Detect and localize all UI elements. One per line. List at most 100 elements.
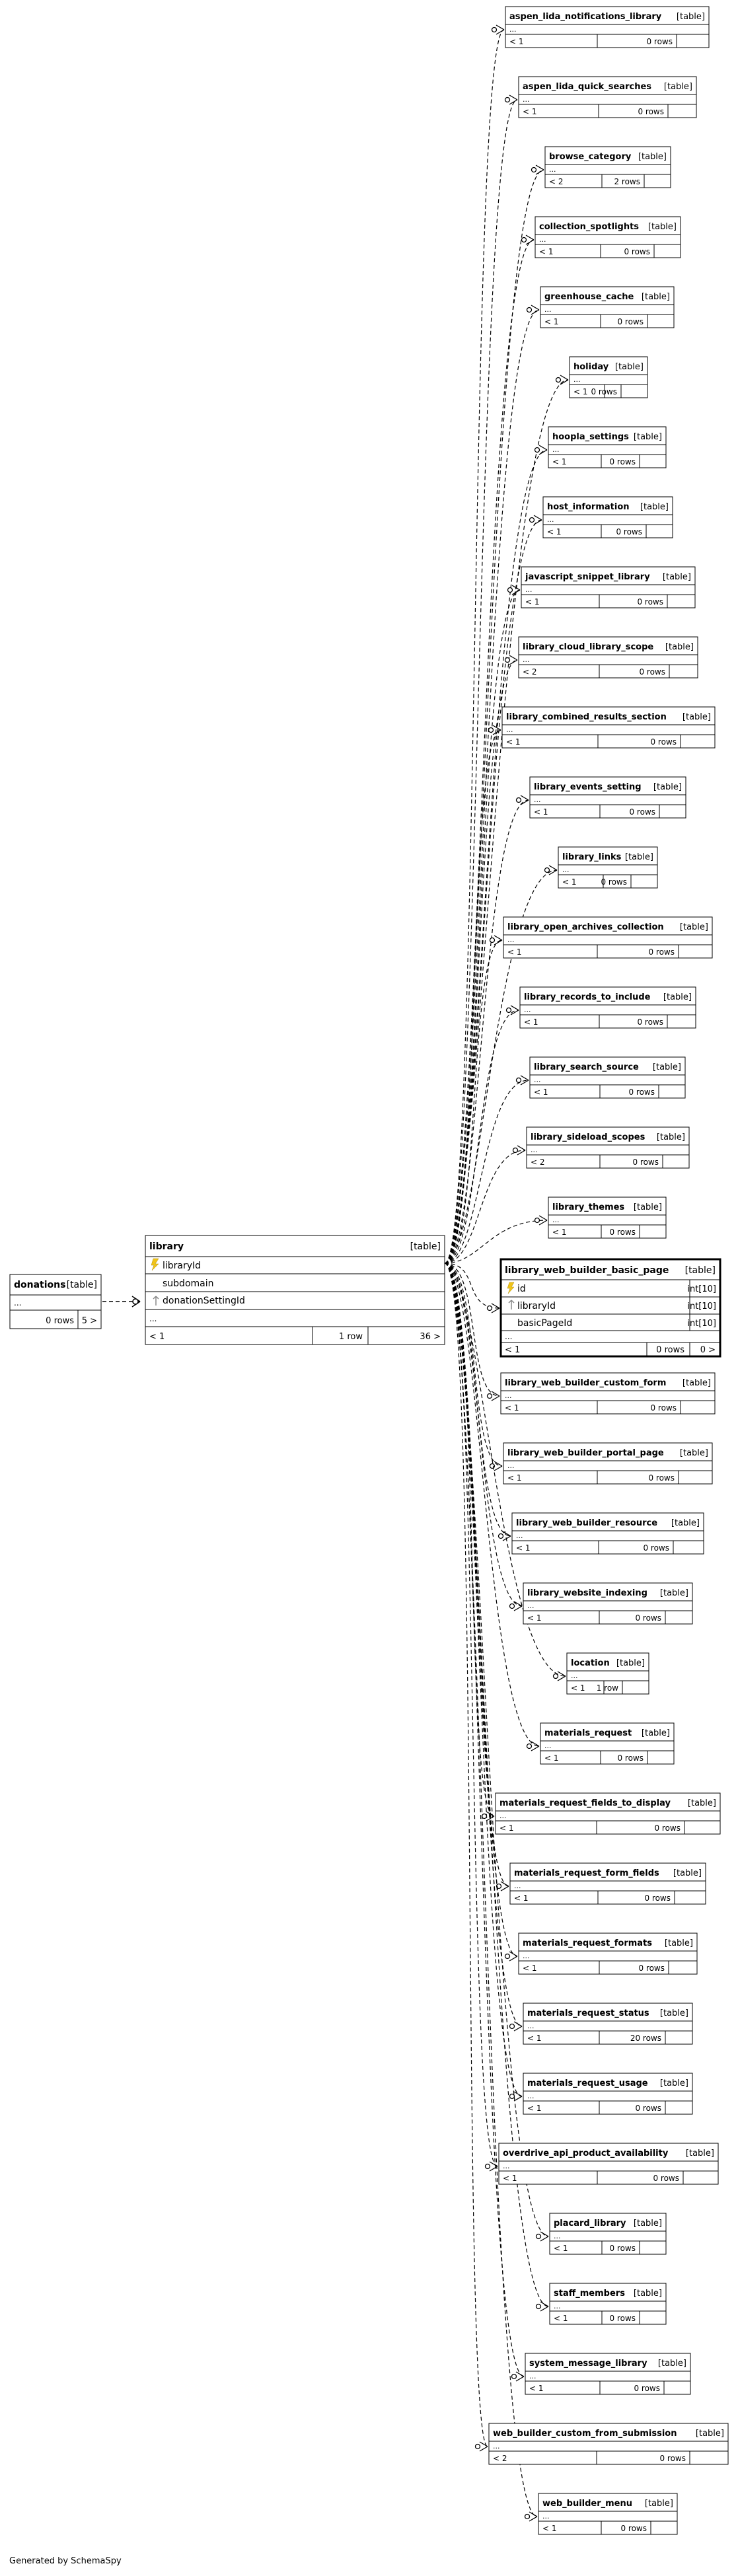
table-row-count: 0 rows [637,1017,663,1027]
table-ellipsis: ... [523,95,530,104]
table-row-count: 0 rows [654,1823,681,1833]
table-library-web-builder-basic-page[interactable]: library_web_builder_basic_page [table] i… [499,1258,721,1358]
table-ellipsis: ... [493,2442,500,2450]
table-row-count: 0 rows [601,877,627,887]
table-ellipsis: ... [552,1216,560,1224]
table-name: library_website_indexing [527,1588,647,1598]
table-parents-count: < 1 [544,1753,559,1763]
table-library-combined-results-section[interactable]: library_combined_results_section[table].… [501,706,716,749]
relationship-library-greenhouse-cache [444,305,540,1264]
table-ellipsis: ... [539,235,546,244]
table-library-open-archives-collection[interactable]: library_open_archives_collection[table].… [503,916,713,959]
table-library-web-builder-portal-page[interactable]: library_web_builder_portal_page[table]..… [503,1442,713,1485]
table-library[interactable]: library [table] libraryId subdomain dona… [145,1235,445,1345]
table-name: materials_request_usage [527,2079,648,2088]
table-row-count: 0 rows [632,1158,659,1167]
relationship-library-browse-category [444,165,544,1264]
table-library-web-builder-resource[interactable]: library_web_builder_resource[table]...< … [511,1512,704,1555]
table-ellipsis: ... [544,1742,552,1750]
table-ellipsis: ... [527,2092,535,2100]
relationship-library-staff-members [444,1263,549,2312]
table-kind: [table] [660,1588,688,1598]
table-name: collection_spotlights [539,222,639,232]
table-name: placard_library [554,2219,626,2228]
table-kind: [table] [686,2149,714,2158]
table-row-count: 0 rows [656,1345,684,1355]
table-parents-count: < 2 [523,667,537,677]
table-row-count: 0 rows [635,1613,661,1623]
table-ellipsis: ... [562,865,570,874]
table-aspen-lida-notifications-library[interactable]: aspen_lida_notifications_library[table].… [505,6,710,48]
table-materials-request-fields-to-display[interactable]: materials_request_fields_to_display[tabl… [495,1792,721,1835]
table-donations[interactable]: donations [table] ... 0 rows 5 > [9,1274,102,1329]
table-ellipsis: ... [529,2372,536,2380]
table-parents-count: < 1 [149,1332,165,1342]
table-ellipsis: ... [499,1812,507,1820]
relationship-library-holiday [444,375,569,1264]
table-kind: [table] [648,222,677,232]
table-name: library_combined_results_section [506,712,667,722]
table-ellipsis: ... [549,165,556,174]
table-name: library_open_archives_collection [507,922,664,932]
table-name: materials_request_status [527,2008,649,2018]
table-row-count: 0 rows [648,1473,675,1483]
table-overdrive-api-product-availability[interactable]: overdrive_api_product_availability [table… [498,2143,719,2185]
table-name: javascript_snippet_library [525,572,650,582]
table-kind: [table] [410,1241,441,1252]
table-row-count: 0 rows [624,247,650,256]
relationship-library-library-web-builder-resource [444,1263,511,1541]
table-kind: [table] [657,1132,685,1142]
table-row-count: 0 rows [609,457,636,466]
column-name: libraryId [517,1301,556,1311]
column-name: basicPageId [517,1318,572,1329]
table-name: browse_category [549,152,632,162]
table-row-count: 0 rows [650,737,677,747]
table-ellipsis: ... [554,2232,561,2240]
table-library-cloud-library-scope[interactable]: library_cloud_library_scope[table]...< 2… [518,636,698,679]
table-ellipsis: ... [573,375,581,384]
table-parents-count: < 1 [507,947,522,957]
relationship-library-hoopla-settings [444,445,548,1264]
table-parents-count: < 1 [527,2034,542,2043]
relationship-library-library-website-indexing [444,1263,523,1611]
table-library-web-builder-custom-form[interactable]: library_web_builder_custom_form[table]..… [500,1372,716,1415]
table-row-count: 0 rows [634,2384,660,2393]
table-materials-request-form-fields[interactable]: materials_request_form_fields[table]...<… [509,1862,706,1905]
table-kind: [table] [634,2219,662,2228]
table-web-builder-custom-from-submission[interactable]: web_builder_custom_from_submission[table… [488,2423,729,2465]
relationship-library-library-web-builder-custom-form [444,1263,500,1401]
table-row-count: 0 rows [653,2174,679,2183]
table-kind: [table] [680,1448,708,1458]
table-kind: [table] [665,1938,693,1948]
column-name: donationSettingId [163,1296,245,1306]
table-ellipsis: ... [534,1076,541,1084]
table-kind: [table] [665,642,694,652]
table-name: overdrive_api_product_availability [503,2149,669,2158]
relationship-library-library-cloud-library-scope [444,655,518,1264]
table-children-count: 0 > [700,1345,716,1355]
